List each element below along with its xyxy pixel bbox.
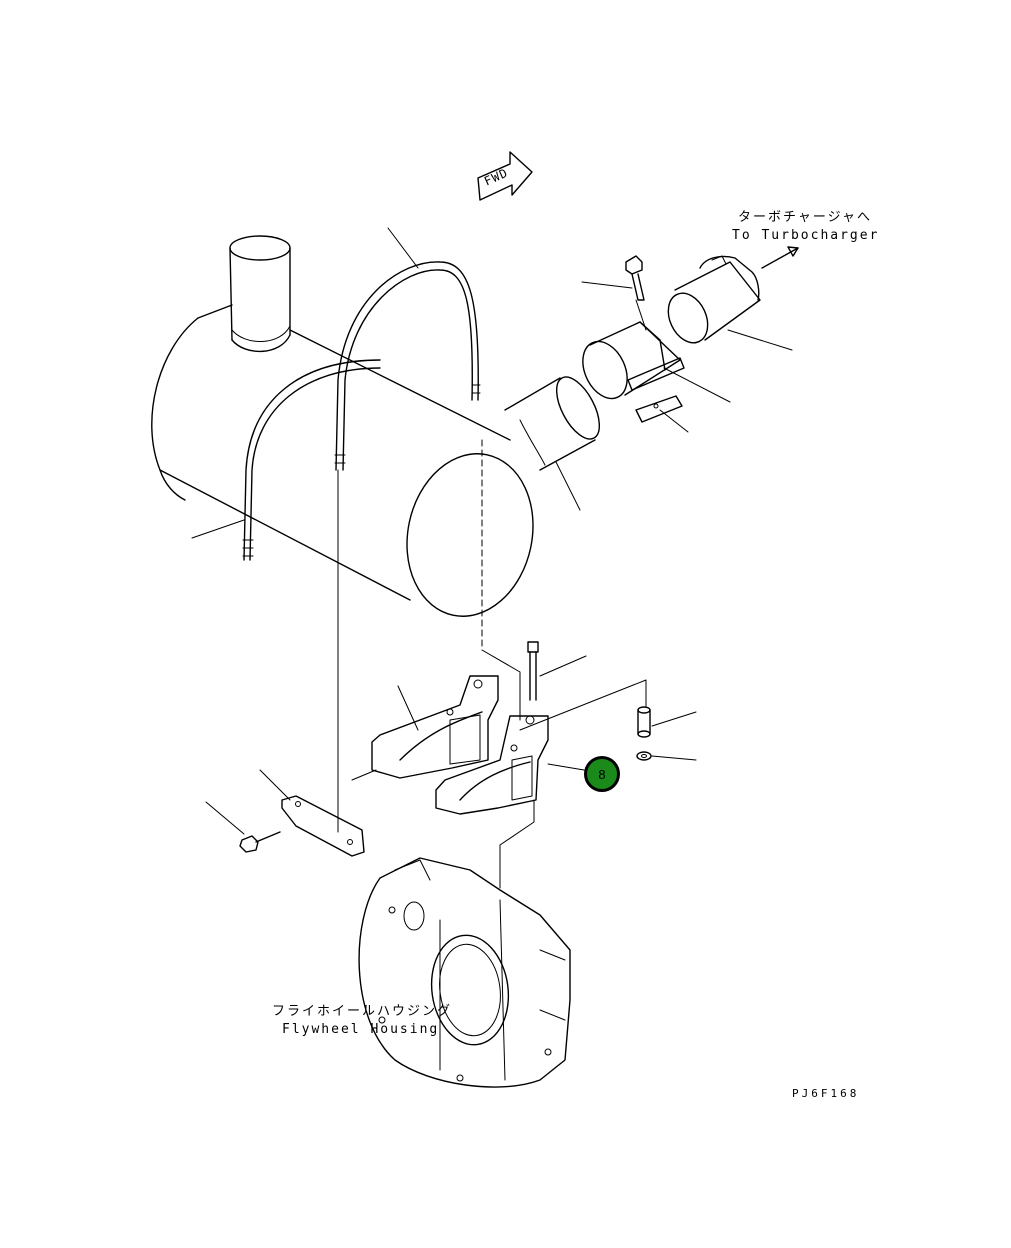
assembly-lines xyxy=(337,299,647,889)
clamp-bolt xyxy=(625,255,645,301)
spacer-tube xyxy=(637,706,651,738)
turbo-label-en: To Turbocharger xyxy=(732,228,880,243)
bracket-bolt xyxy=(527,641,539,701)
muffler-bracket-rear xyxy=(371,675,499,779)
callout-number: 8 xyxy=(598,766,606,782)
fwd-arrow-icon xyxy=(477,151,533,201)
drawing-code: PJ6F168 xyxy=(792,1087,860,1100)
support-plate xyxy=(281,795,365,857)
turbo-arrowhead-icon xyxy=(787,246,799,257)
washer xyxy=(636,751,652,761)
housing-label-jp: フライホイールハウジング xyxy=(272,1004,453,1019)
leader-lines xyxy=(191,227,793,835)
callout-8[interactable]: 8 xyxy=(584,756,620,792)
muffler-bracket-front xyxy=(435,715,549,815)
exhaust-clamp xyxy=(582,321,685,423)
flywheel-housing xyxy=(358,857,571,1088)
turbo-direction-arrow-icon xyxy=(761,247,799,269)
muffler xyxy=(151,235,601,617)
housing-label-en: Flywheel Housing xyxy=(282,1022,440,1037)
plate-bolt xyxy=(239,831,281,853)
turbo-connector-pipe xyxy=(667,255,761,344)
u-bolt-straps xyxy=(242,261,481,561)
turbo-label-jp: ターボチャージャへ xyxy=(738,210,872,225)
